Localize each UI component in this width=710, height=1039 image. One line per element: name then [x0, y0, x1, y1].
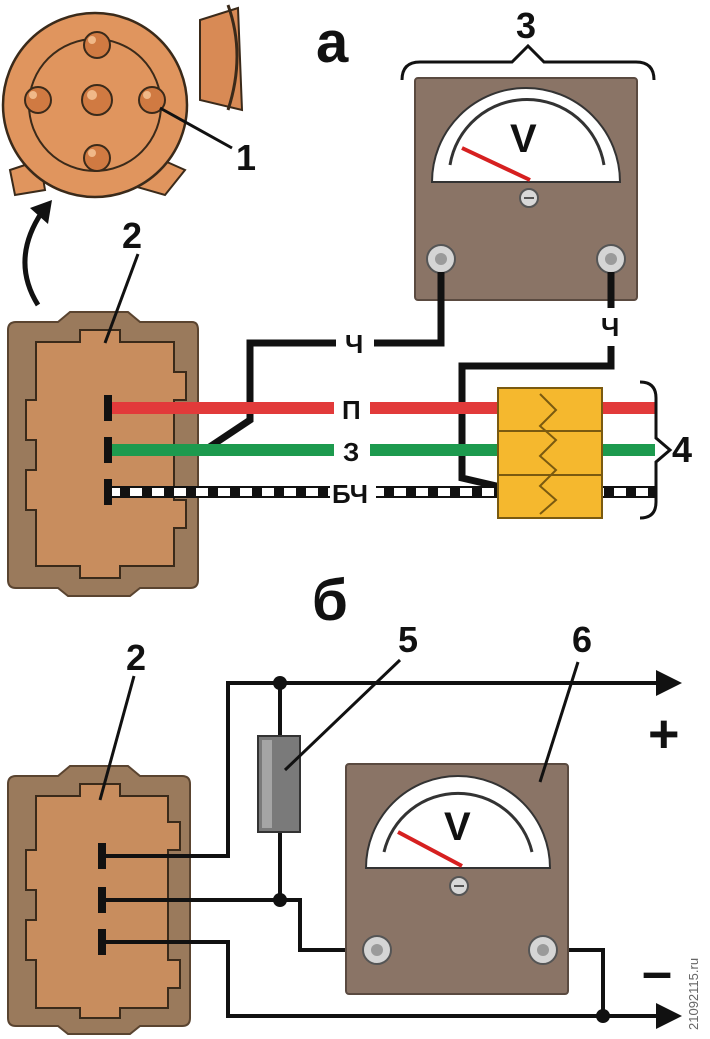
wire-label-white-black: БЧ — [332, 479, 368, 509]
arrow-head-icon — [30, 200, 52, 224]
voltmeter-symbol-top: V — [510, 117, 537, 161]
callout-5: 5 — [398, 619, 418, 660]
brace-3 — [400, 43, 656, 81]
distributor-cap — [1, 4, 244, 199]
section-label-a: а — [316, 10, 349, 75]
minus-sign: – — [642, 942, 672, 1002]
wire-black-1 — [203, 272, 445, 453]
wire-black-2 — [458, 346, 615, 492]
wire-label-bg — [336, 330, 374, 358]
callout-2-bottom: 2 — [126, 637, 146, 678]
callout-6: 6 — [572, 619, 592, 660]
voltmeter-symbol-bottom: V — [444, 805, 471, 849]
brace-4 — [639, 380, 673, 520]
voltmeter-bottom — [345, 763, 569, 995]
arrow-plus-icon — [656, 670, 682, 696]
section-label-b: б — [312, 568, 348, 633]
pin-2 — [104, 437, 112, 463]
callout-1: 1 — [236, 137, 256, 178]
callout-3: 3 — [516, 5, 536, 46]
callout-4: 4 — [672, 429, 692, 470]
watermark: 21092115.ru — [686, 958, 701, 1030]
connector-block — [497, 387, 603, 519]
curved-arrow — [22, 210, 45, 307]
wire-label-black-1: Ч — [345, 329, 363, 359]
wire-mid — [102, 898, 378, 952]
callout-2-top: 2 — [122, 215, 142, 256]
wire-label-green: З — [343, 437, 359, 467]
wire-label-red: П — [342, 395, 361, 425]
pin-1 — [104, 395, 112, 421]
plus-sign: + — [648, 704, 680, 764]
arrow-minus-icon — [656, 1003, 682, 1029]
wire-label-black-2: Ч — [601, 312, 619, 342]
pin-3 — [104, 479, 112, 505]
wire-positive — [102, 681, 660, 858]
wire-negative — [102, 940, 660, 1018]
voltmeter-top — [414, 77, 638, 301]
